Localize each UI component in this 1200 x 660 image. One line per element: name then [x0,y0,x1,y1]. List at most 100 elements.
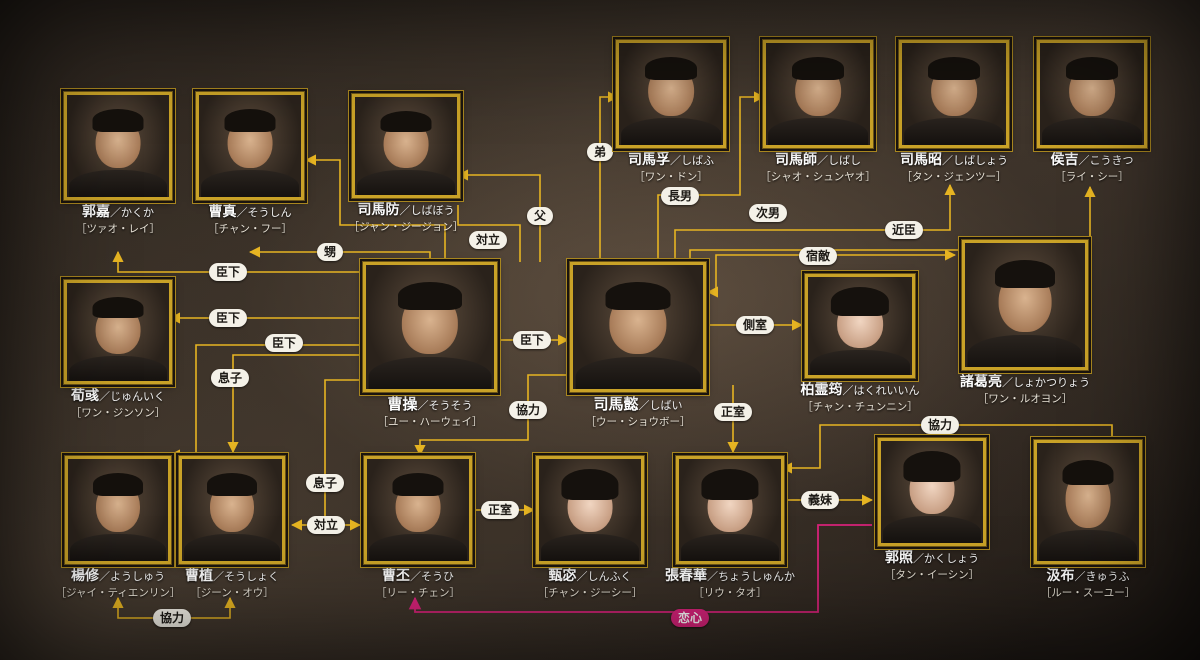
actor: ［チャン・チュンニン］ [802,401,918,413]
label-son-caozhi: 息子 [210,369,250,387]
reading: ／しんふく [576,570,632,583]
actor: ［タン・ジェンツー］ [901,171,1007,183]
name: 司馬師 [775,152,817,168]
label-father: 父 [526,207,554,225]
character-xunyu: 荀彧／じゅんいく ［ワン・ジンソン］ [54,280,182,420]
portrait-zhenfu [536,456,644,564]
character-jibu: 汲布／きゅうふ ［ルー・スーユー］ [1030,440,1146,600]
portrait-bailingyun [805,274,915,378]
actor: ［タン・イーシン］ [884,569,980,581]
reading: ／しばぼう [399,204,455,217]
actor: ［ワン・ルオヨン］ [977,393,1073,405]
label-cooperation-simayi-caopi: 協力 [508,401,548,419]
label-retainer-yangxiu: 臣下 [264,334,304,352]
reading: ／そうしん [236,206,292,219]
label-cooperation-jibu: 協力 [920,416,960,434]
portrait-zhugeliang [962,240,1088,370]
actor: ［ユー・ハーウェイ］ [377,416,483,428]
name: 諸葛亮 [960,374,1002,390]
actor: ［ウー・ショウボー］ [585,416,691,428]
portrait-jibu [1034,440,1142,564]
portrait-guojia [64,92,172,200]
name: 張春華 [665,568,707,584]
portrait-xunyu [64,280,172,384]
actor: ［ツァオ・レイ］ [76,223,160,235]
label-concubine: 側室 [735,316,775,334]
character-simafang: 司馬防／しばぼう ［ジャン・ジージョン］ [336,94,476,234]
portrait-simashi [763,40,873,148]
name: 司馬防 [357,202,400,218]
portrait-guozhao [878,438,986,546]
name: 郭嘉 [82,204,110,220]
portrait-caopi [364,456,472,564]
portrait-zhangchunhua [676,456,784,564]
character-zhangchunhua: 張春華／ちょうしゅんか ［リウ・タオ］ [650,456,810,600]
portrait-simafu [616,40,726,148]
name: 司馬孚 [628,152,670,168]
label-rivalry-caocao-simafang: 対立 [468,231,508,249]
portrait-simafang [352,94,460,198]
character-guozhao: 郭照／かくしょう ［タン・イーシン］ [864,438,1000,582]
reading: ／はくれいいん [842,384,920,397]
character-guojia: 郭嘉／かくか ［ツァオ・レイ］ [54,92,182,236]
character-zhenfu: 甄宓／しんふく ［チャン・ジーシー］ [526,456,654,600]
name: 曹真 [208,204,237,220]
character-simashi: 司馬師／しばし ［シャオ・シュンヤオ］ [756,40,880,184]
name: 甄宓 [548,568,577,584]
reading: ／しばしょう [942,154,1008,167]
actor: ［ジャン・ジージョン］ [348,221,464,233]
portrait-caocao [363,262,497,392]
label-archenemy: 宿敵 [798,247,838,265]
character-simayi: 司馬懿／しばい ［ウー・ショウボー］ [562,262,714,429]
name: 柏霊筠 [800,382,843,398]
character-caocao: 曹操／そうそう ［ユー・ハーウェイ］ [354,262,506,429]
label-love: 恋心 [670,609,710,627]
label-cooperation-yangxiu-caozhi: 協力 [152,609,192,627]
character-simafu: 司馬孚／しばふ ［ワン・ドン］ [610,40,732,184]
reading: ／しばし [817,154,861,167]
label-retainer-simayi: 臣下 [512,331,552,349]
name: 曹丕 [382,568,410,584]
actor: ［ルー・スーユー］ [1040,587,1136,599]
label-brother: 弟 [586,143,614,161]
actor: ［シャオ・シュンヤオ］ [760,171,876,183]
reading: ／ちょうしゅんか [707,570,795,583]
actor: ［チャン・フー］ [208,223,292,235]
character-caopi: 曹丕／そうひ ［リー・チェン］ [356,456,480,600]
character-caozhen: 曹真／そうしん ［チャン・フー］ [186,92,314,236]
portrait-houji [1037,40,1147,148]
portrait-simazhao [899,40,1009,148]
label-retainer-guojia: 臣下 [208,263,248,281]
reading: ／ようしゅう [99,570,165,583]
reading: ／そうしょく [213,570,279,583]
reading: ／きゅうふ [1074,570,1130,583]
reading: ／そうひ [410,570,454,583]
character-bailingyun: 柏霊筠／はくれいいん ［チャン・チュンニン］ [796,274,924,414]
reading: ／そうそう [417,399,473,412]
name: 司馬懿 [593,395,639,413]
label-close-retainer: 近臣 [884,221,924,239]
character-yangxiu: 楊修／ようしゅう ［ジャイ・ティエンリン］ [50,456,186,600]
character-simazhao: 司馬昭／しばしょう ［タン・ジェンツー］ [892,40,1016,184]
reading: ／かくか [110,206,154,219]
name: 曹操 [387,395,418,413]
name: 侯吉 [1050,152,1079,168]
actor: ［リー・チェン］ [376,587,460,599]
label-nephew: 甥 [316,243,344,261]
portrait-simayi [570,262,706,392]
reading: ／しばい [638,399,683,412]
label-wife-zhenfu: 正室 [480,501,520,519]
reading: ／じゅんいく [99,390,165,403]
portrait-caozhen [196,92,304,200]
actor: ［ワン・ドン］ [634,171,708,183]
actor: ［ジーン・オウ］ [190,587,274,599]
name: 汲布 [1046,568,1075,584]
label-eldest-son: 長男 [660,187,700,205]
actor: ［チャン・ジーシー］ [537,587,643,599]
portrait-yangxiu [65,456,171,564]
label-wife-zhangchunhua: 正室 [713,403,753,421]
label-rivalry-caozhi-caopi: 対立 [306,516,346,534]
character-houji: 侯吉／こうきつ ［ライ・シー］ [1030,40,1154,184]
name: 荀彧 [71,388,99,404]
actor: ［ライ・シー］ [1055,171,1129,183]
